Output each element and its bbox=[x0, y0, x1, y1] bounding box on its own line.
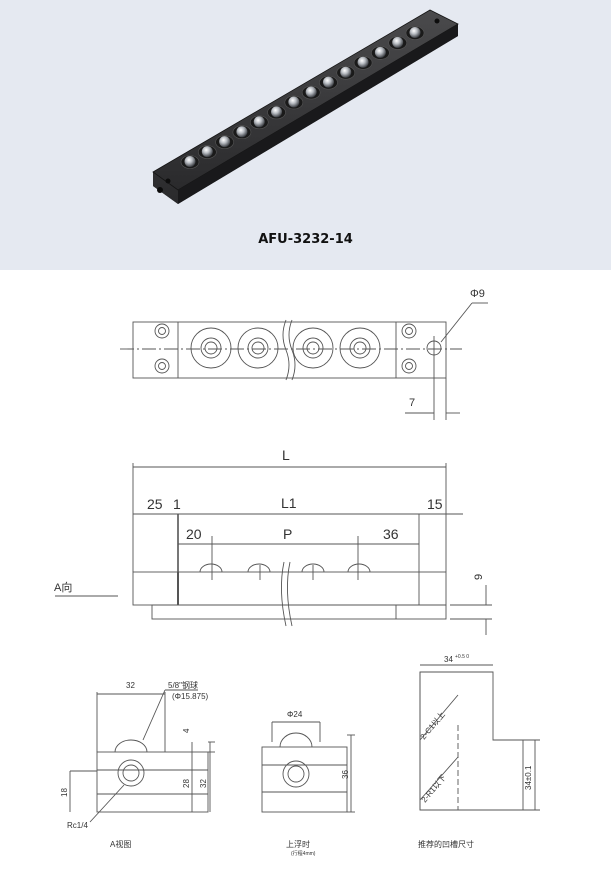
protrusion-label: 4 bbox=[182, 728, 191, 733]
ball-transfer-units bbox=[180, 26, 425, 169]
recess-width-tol: +0.5 0 bbox=[455, 654, 469, 660]
recess-radius-label: 2-R1以下 bbox=[420, 773, 448, 804]
height-label: 9 bbox=[473, 574, 485, 580]
gap-label: 1 bbox=[173, 496, 181, 512]
ball-dia-label: (Φ15.875) bbox=[172, 692, 209, 701]
body-height-label: 28 bbox=[182, 779, 191, 788]
recess-view-caption: 推荐的凹槽尺寸 bbox=[418, 839, 474, 849]
steel-ball bbox=[409, 27, 421, 38]
steel-ball bbox=[219, 136, 231, 148]
a-view bbox=[69, 689, 215, 823]
float-view bbox=[261, 721, 355, 813]
float-height-label: 36 bbox=[341, 770, 350, 779]
product-photo bbox=[152, 9, 459, 204]
steel-ball bbox=[322, 76, 334, 88]
total-height-label: 32 bbox=[199, 779, 208, 788]
a-view-caption: A视图 bbox=[110, 839, 131, 849]
steel-ball bbox=[201, 146, 213, 158]
length-L1-label: L1 bbox=[281, 495, 297, 511]
float-view-body bbox=[261, 746, 348, 813]
top-edge-dim-label: 7 bbox=[409, 397, 415, 409]
a-view-body bbox=[96, 751, 209, 813]
side-view bbox=[55, 463, 492, 635]
steel-ball bbox=[288, 96, 300, 108]
steel-ball bbox=[271, 106, 283, 118]
last-pitch-label: 36 bbox=[383, 526, 399, 542]
steel-ball bbox=[184, 156, 196, 167]
product-model-label: AFU-3232-14 bbox=[258, 232, 353, 247]
mount-hole bbox=[434, 18, 440, 24]
steel-ball bbox=[340, 66, 352, 78]
a-width-label: 32 bbox=[126, 681, 135, 690]
first-pitch-label: 20 bbox=[186, 526, 202, 542]
float-view-caption: 上浮时 bbox=[286, 839, 310, 849]
left-offset-label: 25 bbox=[147, 496, 163, 512]
recess-chamfer-label: 2-C1以上 bbox=[419, 710, 447, 741]
mount-hole bbox=[165, 178, 171, 184]
steel-ball bbox=[253, 116, 265, 128]
steel-ball bbox=[392, 36, 404, 48]
a-arrow-label: A向 bbox=[54, 580, 72, 594]
top-view-outline bbox=[132, 321, 447, 379]
recess-width-label: 34 bbox=[444, 655, 453, 664]
top-view bbox=[120, 302, 488, 420]
ball-note-label: 5/8"钢球 bbox=[168, 680, 198, 690]
steel-ball bbox=[357, 56, 369, 68]
side-view-body bbox=[132, 571, 447, 606]
float-view-subcaption: (行程4mm) bbox=[291, 850, 316, 857]
port-height-label: 18 bbox=[60, 788, 69, 797]
right-offset-label: 15 bbox=[427, 496, 443, 512]
length-L-label: L bbox=[282, 447, 290, 463]
port-thread-label: Rc1/4 bbox=[67, 821, 88, 830]
product-photo-panel: AFU-3232-14 bbox=[0, 0, 611, 270]
recess-view bbox=[419, 664, 540, 811]
port-hole bbox=[157, 187, 163, 193]
steel-ball bbox=[236, 126, 248, 138]
steel-ball bbox=[305, 86, 317, 98]
top-hole-dia-label: Φ9 bbox=[470, 288, 485, 300]
recess-depth-label: 34±0.1 bbox=[524, 765, 533, 790]
pitch-label: P bbox=[283, 526, 292, 542]
float-ball-dia-label: Φ24 bbox=[287, 710, 303, 719]
steel-ball bbox=[374, 46, 386, 58]
